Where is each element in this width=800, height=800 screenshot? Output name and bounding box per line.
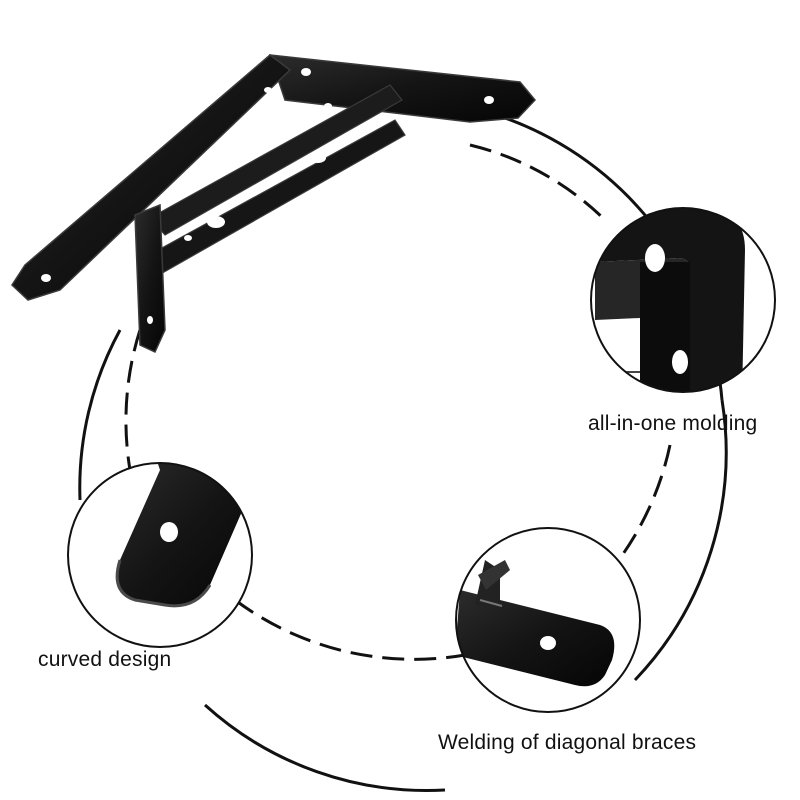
detail-welding xyxy=(455,527,641,713)
caption-molding: all-in-one molding xyxy=(588,412,758,435)
ring-solid-arc-right-lower xyxy=(633,399,728,682)
bracket-holes xyxy=(41,68,494,324)
bracket-top-arm xyxy=(268,54,537,123)
ring-solid-arc-bottom xyxy=(203,703,446,792)
ring-solid-arc-left xyxy=(78,329,122,501)
ring-dashed-arc-inner xyxy=(469,143,607,222)
bracket-vertical-leg xyxy=(134,203,166,353)
detail-molding xyxy=(590,207,776,393)
caption-curved-design: curved design xyxy=(38,648,172,671)
bracket-weld-end-closeup-icon xyxy=(456,560,615,687)
ring-dashed-arc-lower xyxy=(234,598,466,661)
bracket-corner-closeup-icon xyxy=(595,208,745,392)
ring-dashed-arc-left xyxy=(124,329,142,471)
bracket-diagonal-arm xyxy=(11,54,292,301)
shelf-bracket-icon xyxy=(11,54,537,353)
bracket-curved-end-closeup-icon xyxy=(115,463,252,608)
detail-curved xyxy=(67,462,253,648)
caption-welding: Welding of diagonal braces xyxy=(438,731,697,754)
ring-dashed-arc-right xyxy=(613,444,672,566)
